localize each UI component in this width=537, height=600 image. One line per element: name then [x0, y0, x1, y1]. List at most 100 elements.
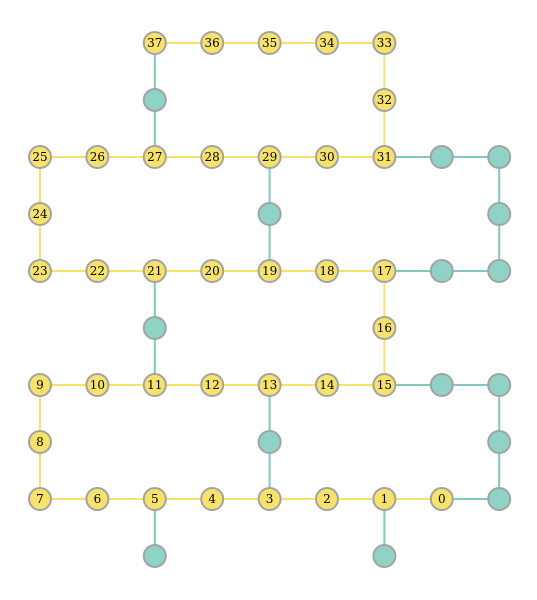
side-node — [487, 430, 512, 454]
node-circle — [315, 487, 339, 511]
node-circle — [487, 487, 512, 511]
node-16: 16 — [372, 316, 397, 340]
node-label: 25 — [32, 150, 47, 164]
node-circle — [28, 373, 52, 397]
node-14: 14 — [315, 373, 339, 397]
node-label: 4 — [208, 492, 216, 506]
side-node — [257, 202, 282, 226]
node-circle — [372, 259, 397, 283]
side-node — [487, 259, 512, 283]
node-28: 28 — [200, 145, 225, 169]
node-26: 26 — [85, 145, 110, 169]
node-1: 1 — [372, 487, 397, 511]
node-circle — [372, 373, 397, 397]
node-circle — [372, 145, 397, 169]
node-15: 15 — [372, 373, 397, 397]
node-label: 6 — [94, 492, 102, 506]
node-9: 9 — [28, 373, 52, 397]
node-circle — [200, 259, 225, 283]
node-label: 35 — [262, 36, 277, 50]
node-circle — [28, 430, 52, 454]
node-label: 24 — [32, 207, 48, 221]
node-0: 0 — [429, 487, 454, 511]
node-circle — [429, 373, 454, 397]
node-circle — [372, 316, 397, 340]
node-circle — [200, 145, 225, 169]
node-circle — [85, 145, 110, 169]
node-label: 1 — [381, 492, 389, 506]
node-24: 24 — [28, 202, 52, 226]
node-10: 10 — [85, 373, 110, 397]
node-2: 2 — [315, 487, 339, 511]
node-circle — [142, 259, 167, 283]
node-circle — [142, 145, 167, 169]
node-circle — [142, 487, 167, 511]
node-30: 30 — [315, 145, 339, 169]
node-circle — [372, 88, 397, 112]
side-node — [487, 373, 512, 397]
side-node — [487, 202, 512, 226]
node-circle — [142, 316, 167, 340]
node-label: 3 — [266, 492, 274, 506]
node-label: 29 — [262, 150, 277, 164]
node-label: 16 — [377, 321, 392, 335]
node-label: 37 — [147, 36, 162, 50]
node-36: 36 — [200, 31, 225, 55]
node-label: 20 — [205, 264, 220, 278]
node-5: 5 — [142, 487, 167, 511]
side-node — [429, 145, 454, 169]
node-label: 27 — [147, 150, 162, 164]
node-label: 10 — [90, 378, 105, 392]
node-circle — [200, 487, 225, 511]
node-circle — [142, 31, 167, 55]
node-circle — [28, 487, 52, 511]
node-label: 21 — [147, 264, 162, 278]
node-circle — [85, 373, 110, 397]
node-label: 8 — [36, 435, 44, 449]
node-label: 5 — [151, 492, 159, 506]
side-node — [429, 259, 454, 283]
node-label: 28 — [205, 150, 220, 164]
node-circle — [28, 202, 52, 226]
node-label: 32 — [377, 93, 392, 107]
side-node — [487, 487, 512, 511]
node-circle — [372, 544, 397, 568]
node-circle — [28, 145, 52, 169]
side-node — [142, 544, 167, 568]
node-circle — [429, 487, 454, 511]
node-circle — [429, 145, 454, 169]
node-circle — [372, 31, 397, 55]
node-circle — [257, 202, 282, 226]
node-27: 27 — [142, 145, 167, 169]
side-node — [372, 544, 397, 568]
node-6: 6 — [85, 487, 110, 511]
node-circle — [487, 430, 512, 454]
node-4: 4 — [200, 487, 225, 511]
node-circle — [142, 88, 167, 112]
node-circle — [315, 373, 339, 397]
node-label: 14 — [319, 378, 335, 392]
node-circle — [487, 145, 512, 169]
side-node — [257, 430, 282, 454]
node-17: 17 — [372, 259, 397, 283]
node-13: 13 — [257, 373, 282, 397]
node-label: 22 — [90, 264, 105, 278]
node-circle — [142, 544, 167, 568]
node-37: 37 — [142, 31, 167, 55]
node-circle — [200, 373, 225, 397]
node-circle — [28, 259, 52, 283]
node-circle — [257, 145, 282, 169]
node-7: 7 — [28, 487, 52, 511]
node-circle — [372, 487, 397, 511]
node-22: 22 — [85, 259, 110, 283]
node-23: 23 — [28, 259, 52, 283]
node-label: 18 — [319, 264, 334, 278]
node-3: 3 — [257, 487, 282, 511]
node-circle — [200, 31, 225, 55]
side-node — [487, 145, 512, 169]
node-circle — [85, 259, 110, 283]
node-label: 36 — [205, 36, 220, 50]
node-label: 17 — [377, 264, 392, 278]
